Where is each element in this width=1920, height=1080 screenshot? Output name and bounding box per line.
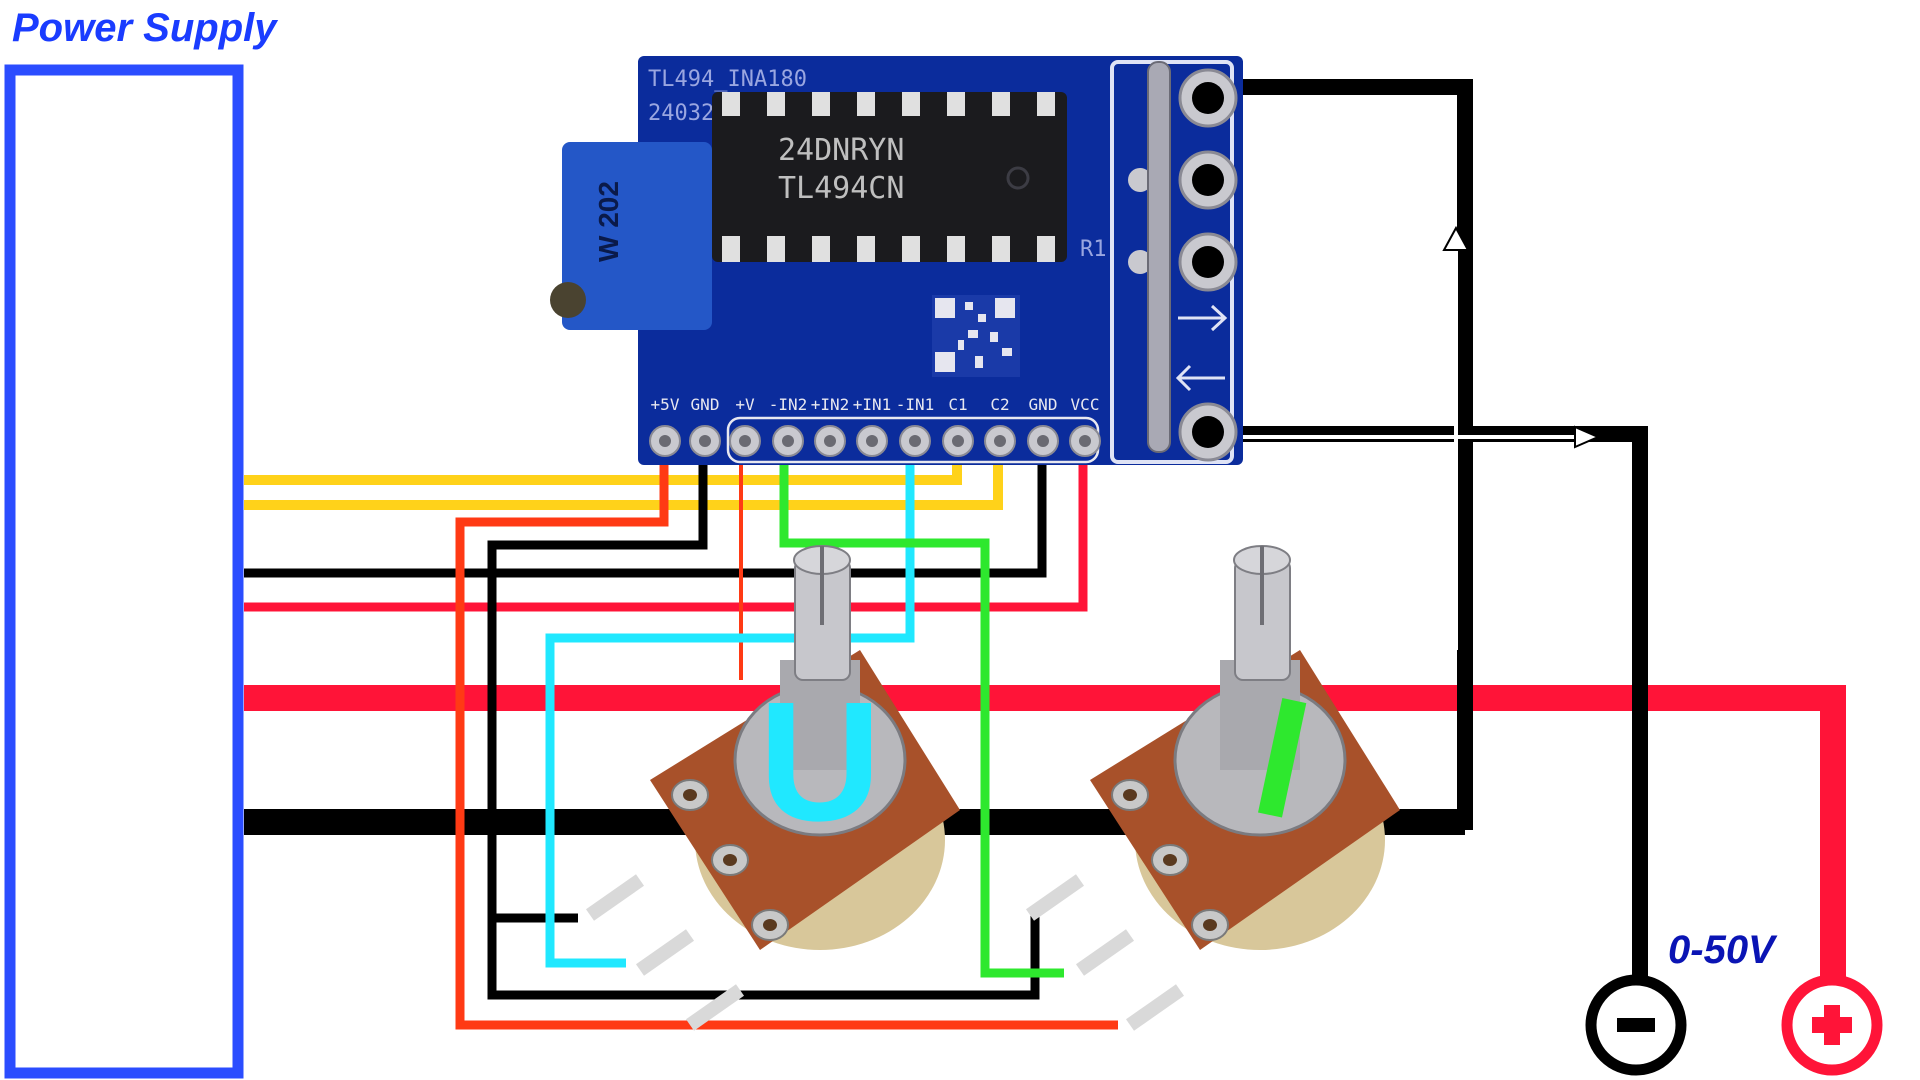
plus-icon-v bbox=[1824, 1005, 1840, 1045]
wire-gnd-thin bbox=[244, 462, 1047, 578]
wire-gnd-loop bbox=[487, 462, 1040, 1000]
pin-label: -IN1 bbox=[896, 395, 935, 414]
output-positive-terminal[interactable] bbox=[1781, 974, 1883, 1076]
header-pins bbox=[649, 425, 1101, 457]
pin-label: C2 bbox=[990, 395, 1009, 414]
output-negative-terminal[interactable] bbox=[1585, 974, 1687, 1076]
voltage-potentiometer[interactable]: U bbox=[585, 545, 960, 1031]
wire-negative-output bbox=[1232, 426, 1648, 990]
trimmer-screw bbox=[550, 282, 586, 318]
wire-shunt-return bbox=[1232, 79, 1473, 830]
wire-green-in2 bbox=[779, 462, 1064, 978]
power-supply-label: Power Supply bbox=[12, 6, 277, 50]
pin-label: GND bbox=[1029, 395, 1058, 414]
tl494-chip bbox=[712, 92, 1067, 262]
tl494-module: TL494_INA180 24032 R1 24DNRYN TL494CN W … bbox=[550, 56, 1243, 465]
trimmer-label: W 202 bbox=[593, 181, 624, 262]
pin-label: +IN2 bbox=[811, 395, 850, 414]
arrow-head-right bbox=[1574, 425, 1601, 449]
wire-yellow-c2 bbox=[244, 462, 1003, 510]
wire-yellow-c1 bbox=[244, 462, 962, 485]
wire-5v-loop bbox=[455, 462, 1118, 1030]
chip-code: 24DNRYN bbox=[778, 133, 904, 168]
pin-label: C1 bbox=[948, 395, 967, 414]
pot-letter: U bbox=[759, 667, 882, 857]
pin-label: +IN1 bbox=[853, 395, 892, 414]
board-arrows bbox=[1175, 304, 1228, 392]
chip-notch bbox=[1006, 166, 1030, 190]
output-voltage-label: 0-50V bbox=[1668, 928, 1775, 972]
chip-name: TL494CN bbox=[778, 171, 904, 206]
pin-label: VCC bbox=[1071, 395, 1100, 414]
pin-labels: +5V GND +V -IN2+IN2+IN1-IN1 C1 C2 GND VCC bbox=[651, 395, 1100, 414]
chip-pins bbox=[722, 92, 1055, 262]
arrow-head-up bbox=[1442, 225, 1470, 251]
board-silk-line-2: 24032 bbox=[648, 101, 714, 126]
current-potentiometer[interactable]: I bbox=[1025, 545, 1400, 1031]
output-terminals bbox=[1128, 68, 1238, 462]
pin-label: +V bbox=[735, 395, 755, 414]
pin-label: +5V bbox=[651, 395, 680, 414]
pin-label: GND bbox=[691, 395, 720, 414]
wire-cyan-in1 bbox=[545, 462, 915, 968]
trimmer-pot bbox=[562, 142, 712, 330]
resistor-label: R1 bbox=[1080, 237, 1107, 262]
wire-vcc-thin bbox=[244, 462, 1088, 612]
qr-code-icon bbox=[932, 295, 1020, 377]
pin-label: -IN2 bbox=[769, 395, 808, 414]
board-silk-line-1: TL494_INA180 bbox=[648, 67, 807, 92]
power-supply-box bbox=[4, 64, 244, 1079]
shunt-bar bbox=[1147, 61, 1171, 453]
minus-icon bbox=[1617, 1018, 1655, 1032]
